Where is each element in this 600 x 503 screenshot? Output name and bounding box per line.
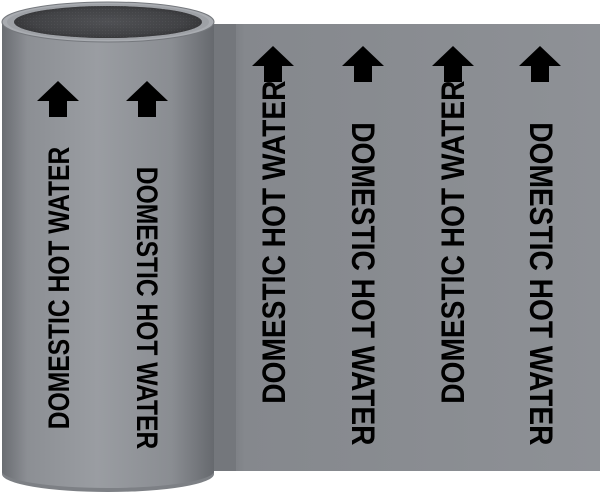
strip-label-2: DOMESTIC HOT WATER — [345, 122, 381, 446]
roll-label-1: DOMESTIC HOT WATER — [43, 146, 76, 430]
tape-strip-body — [214, 24, 600, 471]
strip-label-1: DOMESTIC HOT WATER — [256, 80, 292, 404]
strip-label-3: DOMESTIC HOT WATER — [435, 80, 471, 404]
roll-body — [2, 22, 214, 474]
arrow-up-icon — [37, 81, 79, 117]
arrow-up-icon — [519, 46, 561, 82]
tape-strip-curl — [214, 24, 236, 471]
roll-label-2: DOMESTIC HOT WATER — [130, 166, 163, 450]
arrow-up-icon — [432, 46, 474, 82]
arrow-up-icon — [252, 46, 294, 82]
arrow-up-icon — [126, 81, 168, 117]
arrow-up-icon — [342, 46, 384, 82]
strip-label-4: DOMESTIC HOT WATER — [523, 122, 559, 446]
